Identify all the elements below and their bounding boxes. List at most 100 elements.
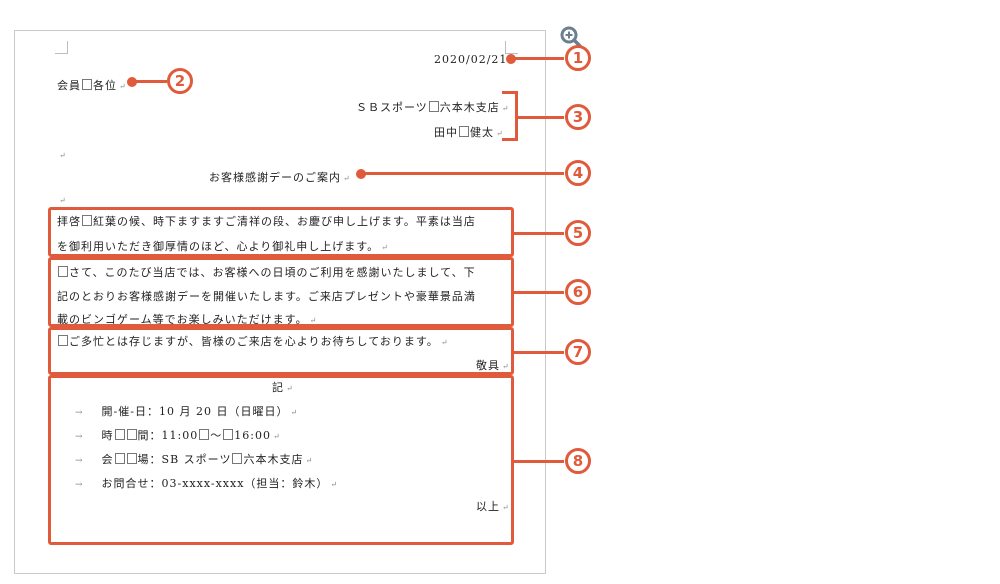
callout-7-line (514, 351, 564, 354)
tab-mark: → (75, 432, 84, 442)
recipient-text: 会員 (57, 79, 81, 92)
para2-text-a: さて、このたび当店では、お客様への日頃のご利用を感謝いたしまして、下 (69, 266, 476, 279)
venue-label-c: 六本木支店 (243, 453, 304, 466)
para1-text-b: 紅葉の候、時下ますますご清祥の段、お慶び申し上げます。平素は当店 (93, 215, 476, 228)
callout-2-line (135, 80, 167, 83)
paragraph-mark: ↵ (59, 151, 67, 160)
para1-line2: を御利用いただき御厚情のほど、心より御礼申し上げます。↵ (57, 238, 389, 254)
callout-4-line (364, 172, 564, 175)
ki-text: 記 (272, 381, 284, 394)
tab-mark: → (75, 408, 84, 418)
closing-line: 敬具↵ (476, 357, 510, 373)
sender-given: 健太 (470, 126, 494, 139)
event-date-text: 開‐催‐日：10 月 20 日（日曜日） (101, 405, 289, 418)
space-mark (459, 126, 469, 137)
callout-3-bracket-top (502, 91, 518, 94)
paragraph-mark: ↵ (305, 456, 314, 465)
callout-8-box (48, 375, 514, 545)
space-mark (199, 429, 210, 440)
sender-company-line: ＳＢスポーツ六本木支店↵ (356, 99, 509, 115)
paragraph-mark: ↵ (290, 408, 299, 417)
recipient-suffix: 各位 (93, 79, 117, 92)
para2-line1: さて、このたび当店では、お客様への日頃のご利用を感謝いたしまして、下 (57, 264, 476, 280)
callout-8-line (514, 460, 564, 463)
para2-line2: 記のとおりお客様感謝デーを開催いたします。ご来店プレゼントや豪華景品満 (57, 288, 476, 304)
margin-corner-top-left (55, 41, 68, 54)
paragraph-mark: ↵ (381, 243, 389, 252)
para1-text-c: を御利用いただき御厚情のほど、心より御礼申し上げます。 (57, 240, 380, 253)
callout-1-badge: 1 (565, 45, 591, 71)
callout-1-line (514, 57, 564, 60)
callout-5-badge: 5 (565, 220, 591, 246)
event-date-line: → 開‐催‐日：10 月 20 日（日曜日）↵ (75, 403, 298, 419)
document-page: 2020/02/21 会員各位↵ ＳＢスポーツ六本木支店↵ 田中健太↵ ↵ お客… (14, 30, 546, 574)
closing-text: 敬具 (476, 359, 500, 372)
callout-3-badge: 3 (565, 104, 591, 130)
sender-name-line: 田中健太↵ (434, 124, 504, 140)
venue-line: → 会 場：SB スポーツ六本木支店↵ (75, 451, 313, 467)
paragraph-mark: ↵ (440, 338, 449, 347)
callout-6-badge: 6 (565, 279, 591, 305)
paragraph-mark: ↵ (309, 316, 318, 325)
para3-text: ご多忙とは存じますが、皆様のご来店を心よりお待ちしております。 (69, 335, 439, 348)
sender-branch: 六本木支店 (439, 101, 500, 114)
paragraph-mark: ↵ (496, 129, 504, 138)
callout-4-badge: 4 (565, 160, 591, 186)
callout-7-badge: 7 (565, 339, 591, 365)
paragraph-mark: ↵ (272, 432, 281, 441)
paragraph-mark: ↵ (502, 503, 510, 512)
para3-line1: ご多忙とは存じますが、皆様のご来店を心よりお待ちしております。↵ (57, 333, 449, 349)
paragraph-mark: ↵ (286, 384, 294, 393)
space-mark (232, 453, 243, 464)
space-mark (428, 101, 439, 112)
callout-5-line (514, 232, 564, 235)
para2-text-c: 載のビンゴゲーム等でお楽しみいただけます。 (57, 313, 308, 326)
venue-label-a: 会 (101, 453, 114, 466)
callout-6-line (514, 291, 564, 294)
callout-7-box (48, 327, 514, 375)
callout-2-dot (127, 77, 137, 87)
venue-label-b: 場：SB スポーツ (137, 453, 232, 466)
para2-line3: 載のビンゴゲーム等でお楽しみいただけます。↵ (57, 311, 317, 327)
paragraph-mark: ↵ (343, 174, 351, 183)
zoom-in-icon[interactable] (560, 26, 582, 48)
callout-4-dot (356, 169, 366, 179)
callout-2-badge: 2 (167, 68, 193, 94)
space-mark (223, 429, 234, 440)
para1-line1: 拝啓紅葉の候、時下ますますご清祥の段、お慶び申し上げます。平素は当店 (57, 213, 476, 229)
paragraph-mark: ↵ (502, 362, 510, 371)
space-mark (126, 453, 137, 464)
contact-line: → お問合せ：03-xxxx-xxxx（担当：鈴木）↵ (75, 475, 338, 491)
contact-text: お問合せ：03-xxxx-xxxx（担当：鈴木） (101, 477, 329, 490)
document-title: お客様感謝デーのご案内↵ (209, 169, 351, 185)
paragraph-mark: ↵ (119, 82, 127, 91)
callout-1-dot (506, 54, 516, 64)
tab-mark: → (75, 480, 84, 490)
time-label-c: ～ (210, 429, 223, 442)
title-text: お客様感謝デーのご案内 (209, 171, 341, 184)
space-mark (114, 453, 125, 464)
paragraph-mark: ↵ (59, 196, 67, 205)
ki-line: 記↵ (272, 379, 294, 395)
paragraph-mark: ↵ (501, 104, 510, 113)
space-mark (82, 215, 92, 226)
paragraph-mark: ↵ (330, 480, 339, 489)
callout-3-line (518, 116, 564, 119)
space-mark (58, 335, 68, 346)
date-text: 2020/02/21 (434, 53, 508, 66)
para2-text-b: 記のとおりお客様感謝デーを開催いたします。ご来店プレゼントや豪華景品満 (57, 290, 476, 303)
space-mark (126, 429, 137, 440)
date-line: 2020/02/21 (434, 53, 507, 66)
space-mark (114, 429, 125, 440)
callout-3-bracket-bottom (502, 138, 518, 141)
time-label-a: 時 (101, 429, 114, 442)
event-time-line: →時間：11:00～16:00↵ (75, 427, 281, 443)
callout-3-bracket-side (515, 91, 518, 141)
sender-company: ＳＢスポーツ (356, 101, 428, 114)
margin-corner-top-right (505, 41, 518, 54)
para1-text-a: 拝啓 (57, 215, 81, 228)
tab-mark: → (75, 456, 84, 466)
empty-line: ↵ (57, 193, 67, 206)
callout-8-badge: 8 (565, 448, 591, 474)
space-mark (82, 79, 92, 90)
